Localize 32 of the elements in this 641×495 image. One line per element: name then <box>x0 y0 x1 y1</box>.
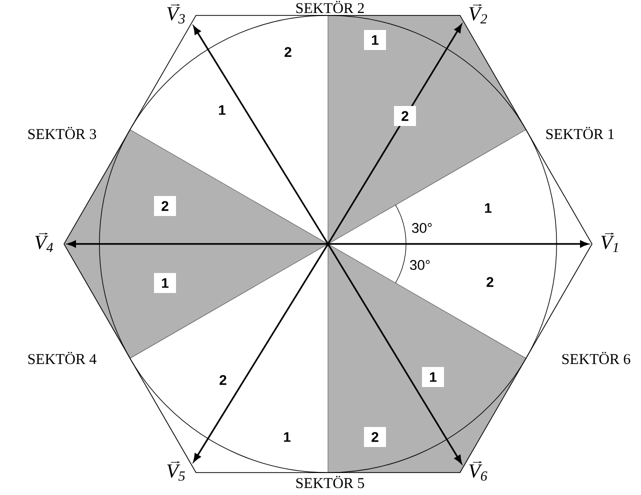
sector-number: 1 <box>284 432 290 442</box>
vector-label: V$_{6}$ <box>469 461 488 481</box>
sector-number: 2 <box>154 196 176 216</box>
sector-label: SEKTÖR 2 <box>294 0 366 14</box>
vector-label: V$_{3}$ <box>167 4 185 24</box>
vector-arrow <box>327 244 462 464</box>
sector-number: 2 <box>394 106 416 126</box>
vector-label: V$_{4}$ <box>35 232 53 252</box>
vector-arrow <box>327 24 462 244</box>
sector-label: SEKTÖR 3 <box>26 126 98 140</box>
sector-label: SEKTÖR 1 <box>544 126 616 140</box>
sector-number: 2 <box>284 47 292 57</box>
sector-number: 1 <box>364 30 386 50</box>
vector-arrow <box>328 240 588 248</box>
angle-label: 30° <box>412 223 432 233</box>
sector-label: SEKTÖR 6 <box>560 350 632 366</box>
vector-label: V$_{1}$ <box>601 232 618 252</box>
sector-number: 1 <box>219 105 226 115</box>
sector-number: 1 <box>485 203 492 213</box>
sector-label: SEKTÖR 5 <box>294 474 366 490</box>
sector-label: SEKTÖR 4 <box>26 350 98 366</box>
vector-label: V$_{2}$ <box>469 4 488 24</box>
sector-number: 2 <box>486 277 494 287</box>
vector-arrow <box>193 244 329 462</box>
vector-arrow <box>68 240 328 248</box>
sector-number: 2 <box>220 375 226 385</box>
vector-arrow <box>193 26 329 244</box>
sector-number: 1 <box>154 272 176 293</box>
vector-label: V$_{5}$ <box>167 461 185 481</box>
sector-number: 2 <box>364 426 386 447</box>
angle-label: 30° <box>410 260 430 270</box>
sector-number: 1 <box>422 366 444 387</box>
